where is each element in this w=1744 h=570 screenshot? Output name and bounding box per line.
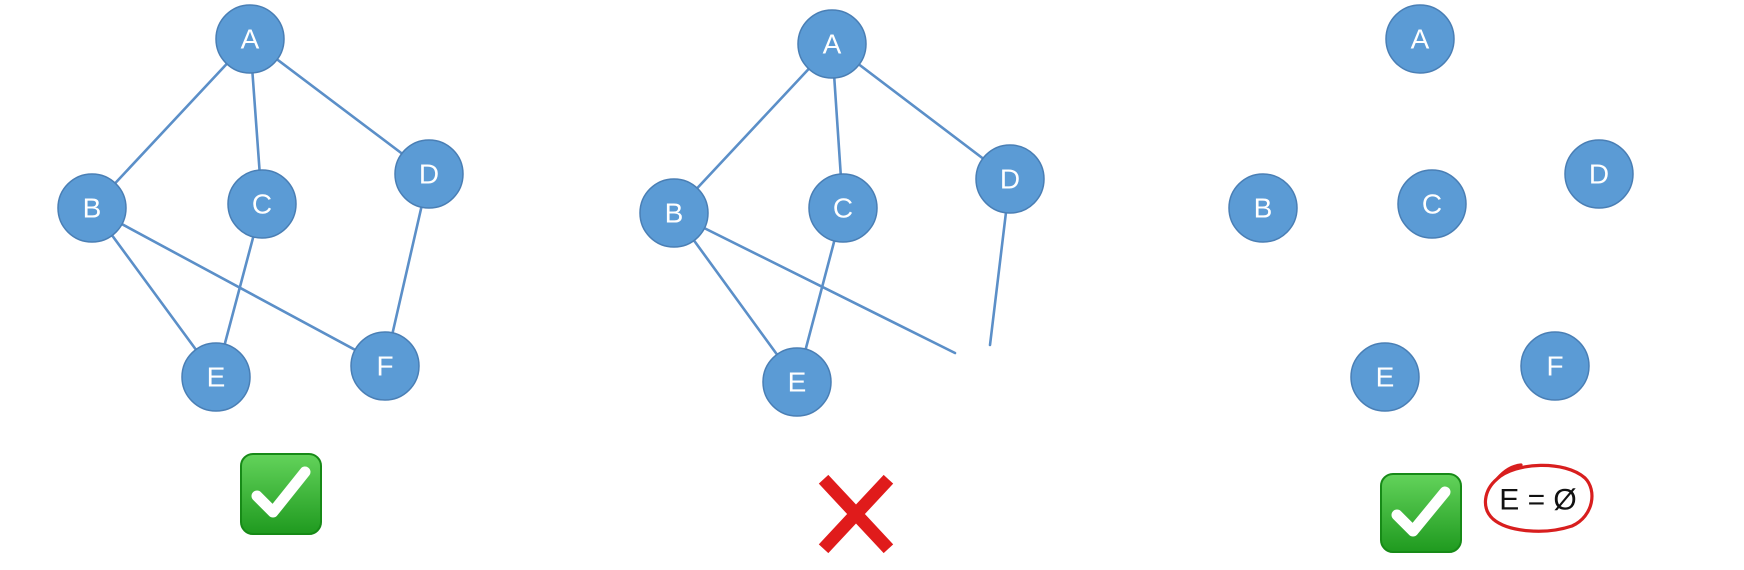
graph-2-nodes: A B C D E xyxy=(639,9,1045,417)
node-label: B xyxy=(1254,193,1273,224)
check-mark-icon xyxy=(240,453,322,535)
node-circle xyxy=(1397,169,1467,239)
node-circle xyxy=(1520,331,1590,401)
node-circle xyxy=(1385,4,1455,74)
node-e: E xyxy=(1350,342,1420,412)
node-circle xyxy=(639,178,709,248)
node-b: B xyxy=(639,178,709,248)
node-e: E xyxy=(762,347,832,417)
node-circle xyxy=(227,169,297,239)
edge-a-b xyxy=(90,37,252,210)
node-label: D xyxy=(419,159,439,190)
edge-b-f xyxy=(90,206,387,368)
node-label: A xyxy=(823,29,842,60)
node-label: B xyxy=(83,193,102,224)
node-c: C xyxy=(1397,169,1467,239)
node-label: A xyxy=(241,24,260,55)
node-label: E xyxy=(207,362,226,393)
node-e: E xyxy=(181,342,251,412)
node-b: B xyxy=(57,173,127,243)
node-label: F xyxy=(1546,351,1563,382)
graph-3-nodes: A B C D E F xyxy=(1228,4,1634,412)
edge-b-e xyxy=(672,211,799,384)
red-circle-annotation xyxy=(1483,463,1594,533)
node-label: A xyxy=(1411,24,1430,55)
node-f: F xyxy=(1520,331,1590,401)
node-circle xyxy=(181,342,251,412)
empty-set-equation: E = Ø xyxy=(1499,484,1577,517)
graph-3-empty-edges: A B C D E F xyxy=(1228,4,1634,412)
node-label: D xyxy=(1589,159,1609,190)
node-d: D xyxy=(1564,139,1634,209)
node-label: B xyxy=(665,198,684,229)
node-c: C xyxy=(227,169,297,239)
node-d: D xyxy=(975,144,1045,214)
edge-a-b xyxy=(672,42,834,215)
edge-b-e xyxy=(90,206,218,379)
check-mark-icon xyxy=(1380,473,1462,553)
node-circle xyxy=(1564,139,1634,209)
edge-a-d xyxy=(248,37,431,176)
node-circle xyxy=(57,173,127,243)
node-circle xyxy=(1228,173,1298,243)
node-circle xyxy=(797,9,867,79)
node-circle xyxy=(975,144,1045,214)
empty-edge-set-annotation: E = Ø xyxy=(1483,463,1594,533)
node-c: C xyxy=(808,173,878,243)
node-b: B xyxy=(1228,173,1298,243)
node-a: A xyxy=(1385,4,1455,74)
node-label: C xyxy=(252,189,272,220)
graph-1-complete: A B C D E F xyxy=(57,4,464,412)
node-circle xyxy=(215,4,285,74)
dangling-edge-b xyxy=(672,211,957,355)
graph-2-dangling-edges: A B C D E xyxy=(639,9,1045,417)
node-circle xyxy=(1350,342,1420,412)
cross-mark-icon xyxy=(818,474,894,554)
node-circle xyxy=(350,331,420,401)
node-label: D xyxy=(1000,164,1020,195)
node-label: E xyxy=(1376,362,1395,393)
node-circle xyxy=(394,139,464,209)
node-label: E xyxy=(788,367,807,398)
node-f: F xyxy=(350,331,420,401)
node-circle xyxy=(808,173,878,243)
node-a: A xyxy=(797,9,867,79)
node-d: D xyxy=(394,139,464,209)
node-a: A xyxy=(215,4,285,74)
node-label: C xyxy=(1422,189,1442,220)
node-circle xyxy=(762,347,832,417)
graph-1-nodes: A B C D E F xyxy=(57,4,464,412)
edge-a-d xyxy=(830,42,1012,181)
node-label: C xyxy=(833,193,853,224)
node-label: F xyxy=(376,351,393,382)
